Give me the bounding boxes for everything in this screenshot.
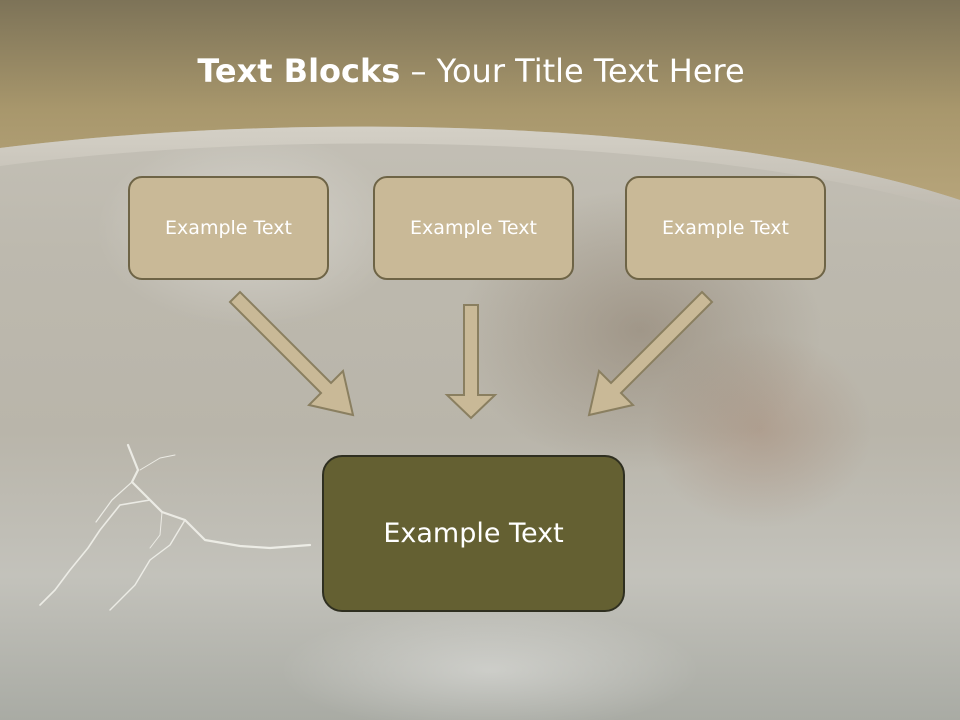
- text-block-main-label: Example Text: [383, 518, 564, 549]
- arrow-left: [228, 290, 355, 417]
- arrow-right: [587, 290, 714, 417]
- slide-title: Text Blocks – Your Title Text Here: [0, 52, 942, 90]
- text-block-3-label: Example Text: [662, 217, 789, 239]
- header-band: [0, 0, 960, 212]
- text-block-main[interactable]: Example Text: [322, 455, 625, 612]
- title-separator: –: [400, 52, 437, 90]
- text-block-3[interactable]: Example Text: [625, 176, 826, 280]
- text-block-1-label: Example Text: [165, 217, 292, 239]
- text-block-2[interactable]: Example Text: [373, 176, 574, 280]
- text-block-1[interactable]: Example Text: [128, 176, 329, 280]
- arrow-center: [444, 304, 498, 420]
- text-block-2-label: Example Text: [410, 217, 537, 239]
- title-bold-part: Text Blocks: [197, 52, 401, 90]
- title-rest-part: Your Title Text Here: [436, 52, 745, 90]
